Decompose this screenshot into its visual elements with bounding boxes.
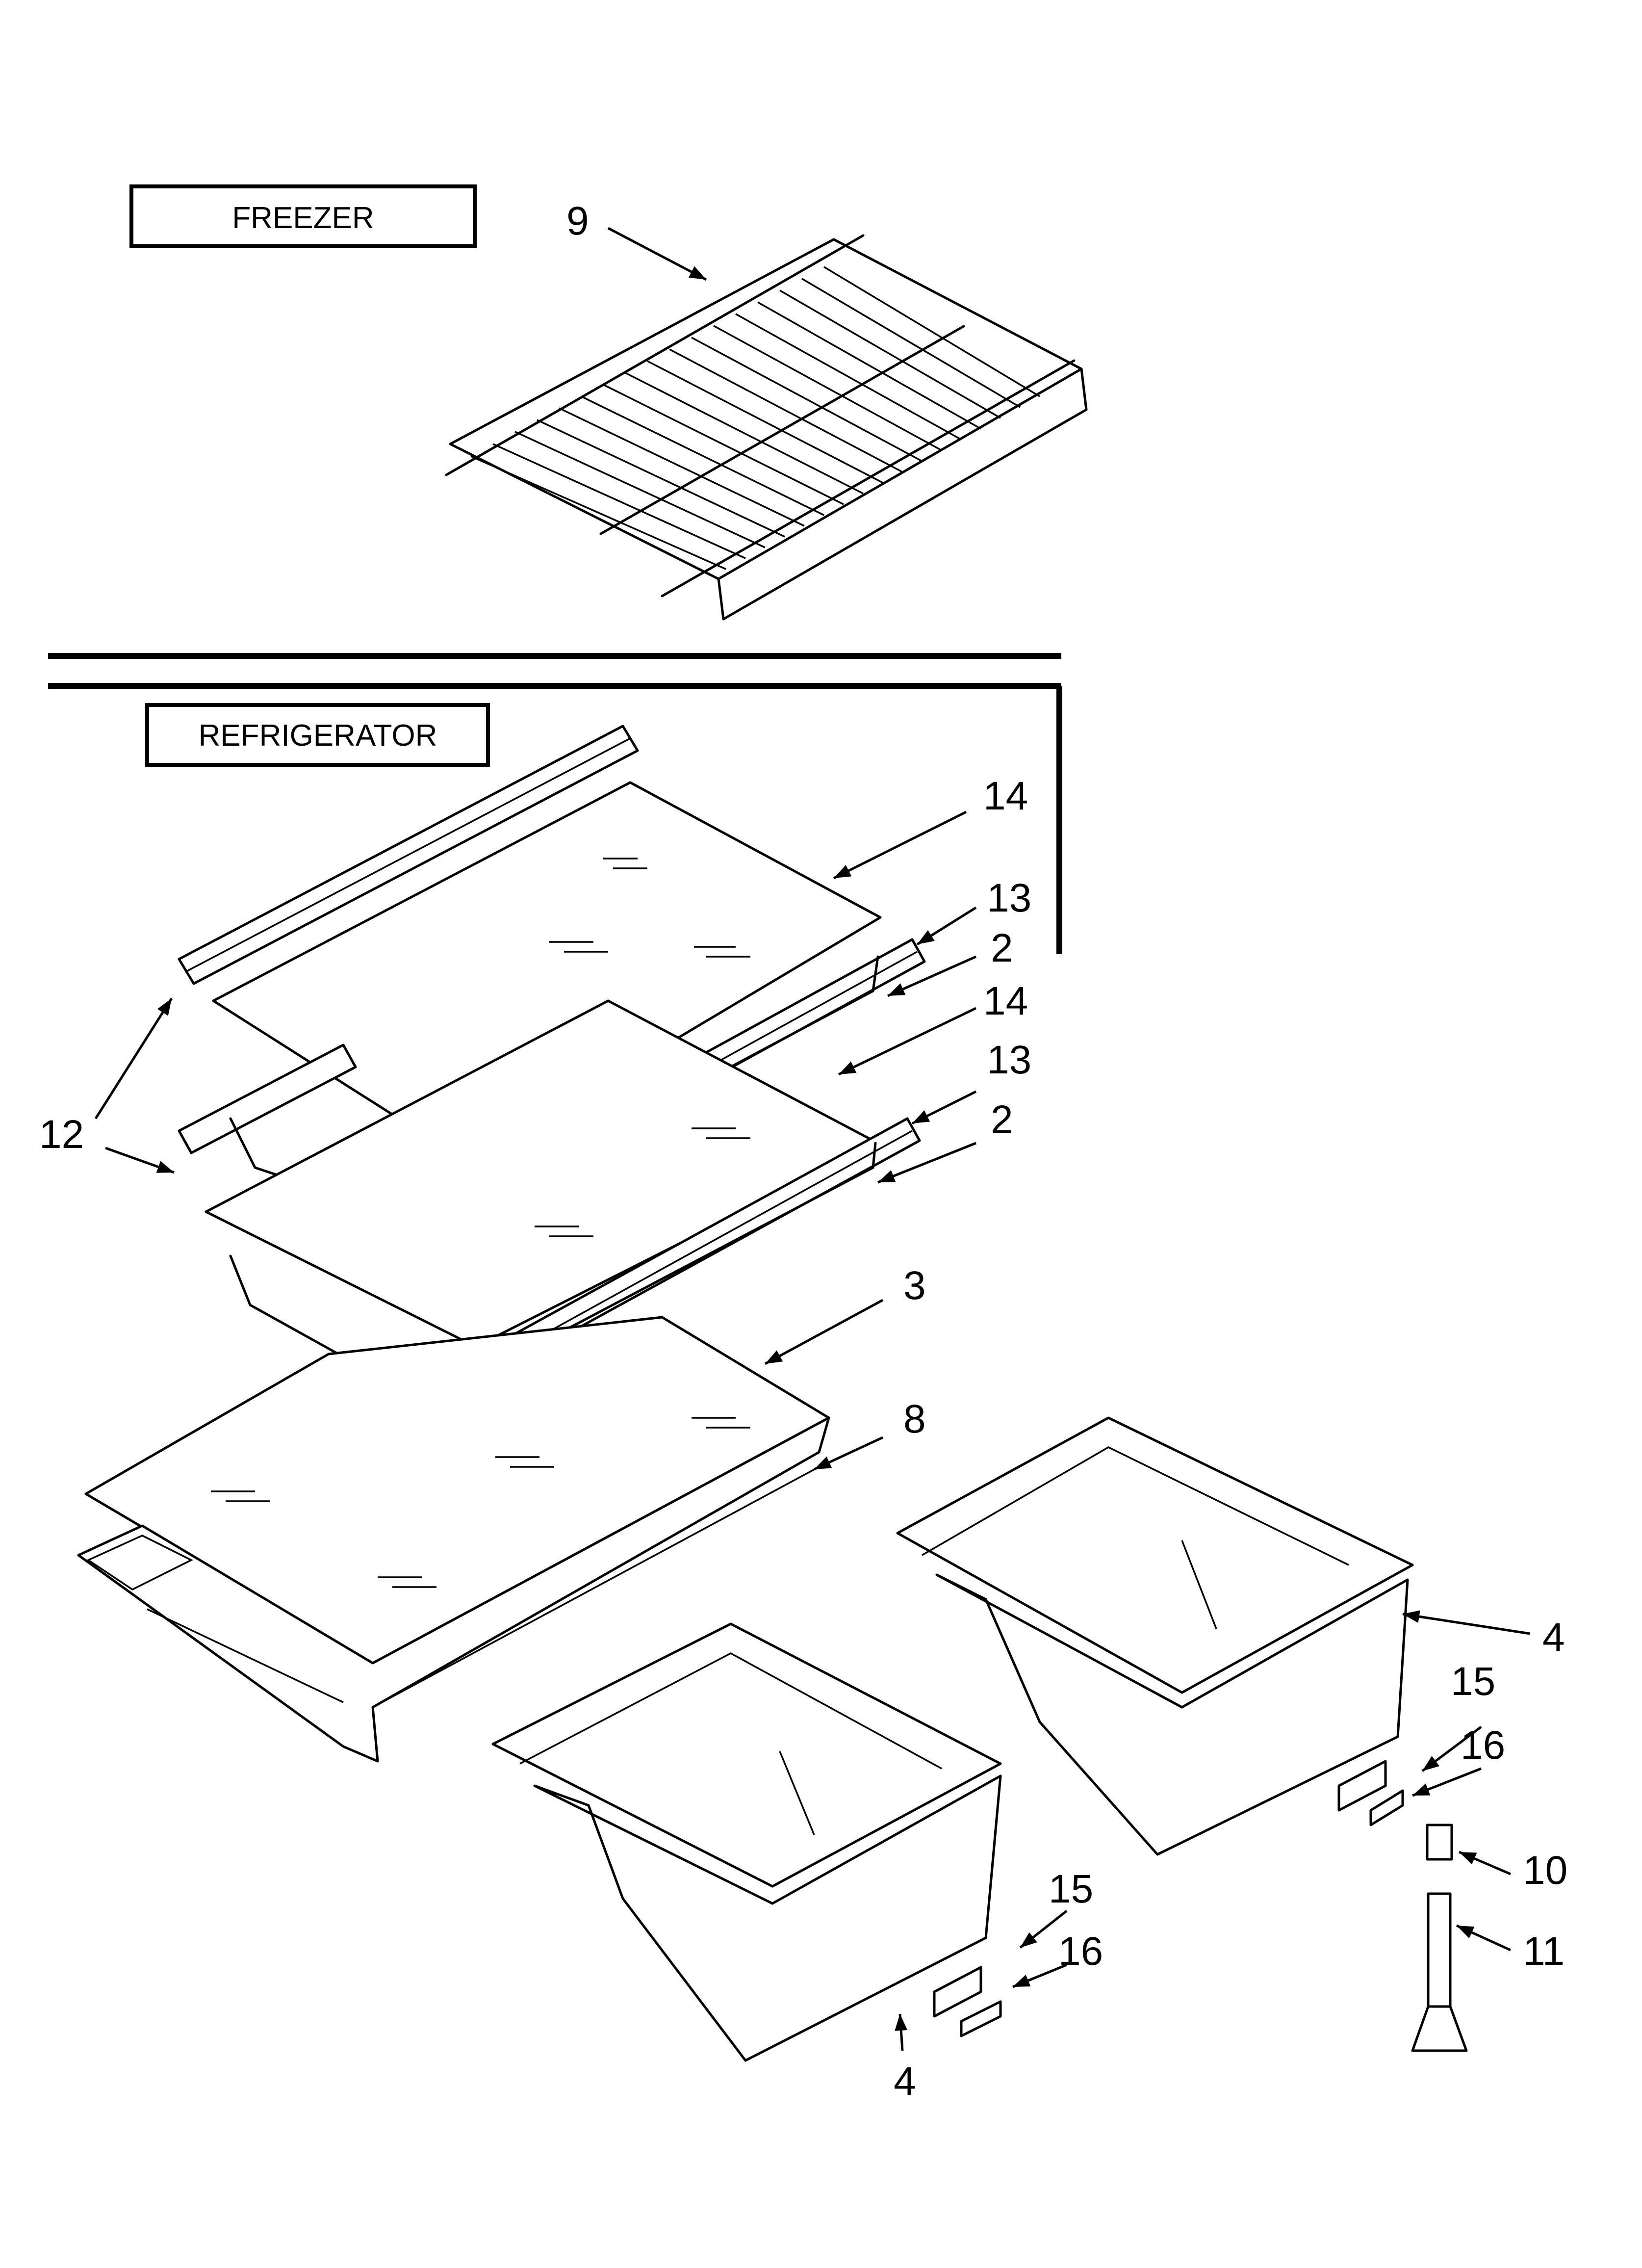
callout-15-right: 15 — [1451, 1659, 1495, 1704]
callout-14-lower: 14 — [983, 979, 1028, 1023]
callout-14-upper: 14 — [983, 774, 1028, 818]
leader-arrowhead — [1457, 1926, 1475, 1938]
leader-arrowhead — [157, 998, 172, 1016]
leader-arrowhead — [1422, 1756, 1439, 1771]
leader-arrowhead — [688, 266, 706, 280]
callout-15-left: 15 — [1049, 1867, 1093, 1911]
upper-glass-shelf — [212, 781, 882, 1164]
leader-arrowhead — [1412, 1783, 1431, 1796]
callout-2-upper: 2 — [991, 926, 1013, 970]
leader-arrowhead — [1013, 1975, 1031, 1987]
callout-2-lower: 2 — [991, 1097, 1013, 1142]
right-divider-clip — [1369, 1789, 1404, 1826]
svg-text:REFRIGERATOR: REFRIGERATOR — [199, 719, 437, 753]
callout-16-right: 16 — [1461, 1723, 1505, 1768]
right-divider-bracket — [1337, 1760, 1387, 1812]
leader-arrowhead — [917, 930, 935, 944]
callout-4-left: 4 — [894, 2059, 916, 2104]
leader-arrowhead — [1020, 1932, 1037, 1948]
leader-arrowhead — [156, 1161, 174, 1173]
leader-arrowhead — [912, 1110, 930, 1123]
upper-shelf-rear-trim — [178, 725, 639, 985]
svg-text:FREEZER: FREEZER — [232, 201, 374, 235]
callout-leaders — [94, 227, 1531, 2051]
callout-4-right: 4 — [1542, 1615, 1565, 1660]
leader-arrowhead — [1459, 1852, 1477, 1865]
leader-arrowhead — [878, 1170, 896, 1182]
left-crisper-drawer — [491, 1622, 1002, 2062]
callout-9: 9 — [566, 199, 589, 243]
callout-8: 8 — [903, 1397, 926, 1441]
leader-arrowhead — [834, 865, 852, 878]
leader-arrowhead — [839, 1061, 857, 1074]
callout-12: 12 — [39, 1112, 84, 1157]
callout-labels: 9 14 13 2 14 13 2 12 3 8 4 15 16 10 11 1… — [39, 199, 1567, 2104]
leveling-leg-cap — [1426, 1824, 1453, 1861]
leveling-leg — [1411, 1892, 1468, 2052]
lower-shelf-rear-trim — [178, 1043, 357, 1154]
callout-13-lower: 13 — [987, 1038, 1031, 1082]
leader-arrowhead — [1403, 1610, 1420, 1623]
callout-10: 10 — [1523, 1848, 1567, 1893]
callout-3: 3 — [903, 1263, 926, 1308]
callout-13-upper: 13 — [987, 876, 1031, 920]
leader-arrowhead — [888, 983, 906, 996]
freezer-section-label: FREEZER — [129, 184, 477, 248]
left-divider-clip — [960, 2000, 1002, 2037]
callout-11: 11 — [1523, 1929, 1565, 1974]
leader-arrowhead — [895, 2014, 908, 2031]
leader-arrowhead — [765, 1350, 783, 1364]
leader-arrowhead — [814, 1456, 832, 1469]
freezer-wire-shelf — [445, 234, 1088, 621]
refrigerator-section-label: REFRIGERATOR — [145, 703, 490, 767]
callout-16-left: 16 — [1058, 1929, 1103, 1974]
right-crisper-drawer — [896, 1416, 1414, 1856]
crisper-cover-frame — [77, 1416, 830, 1763]
left-divider-bracket — [933, 1966, 982, 2018]
